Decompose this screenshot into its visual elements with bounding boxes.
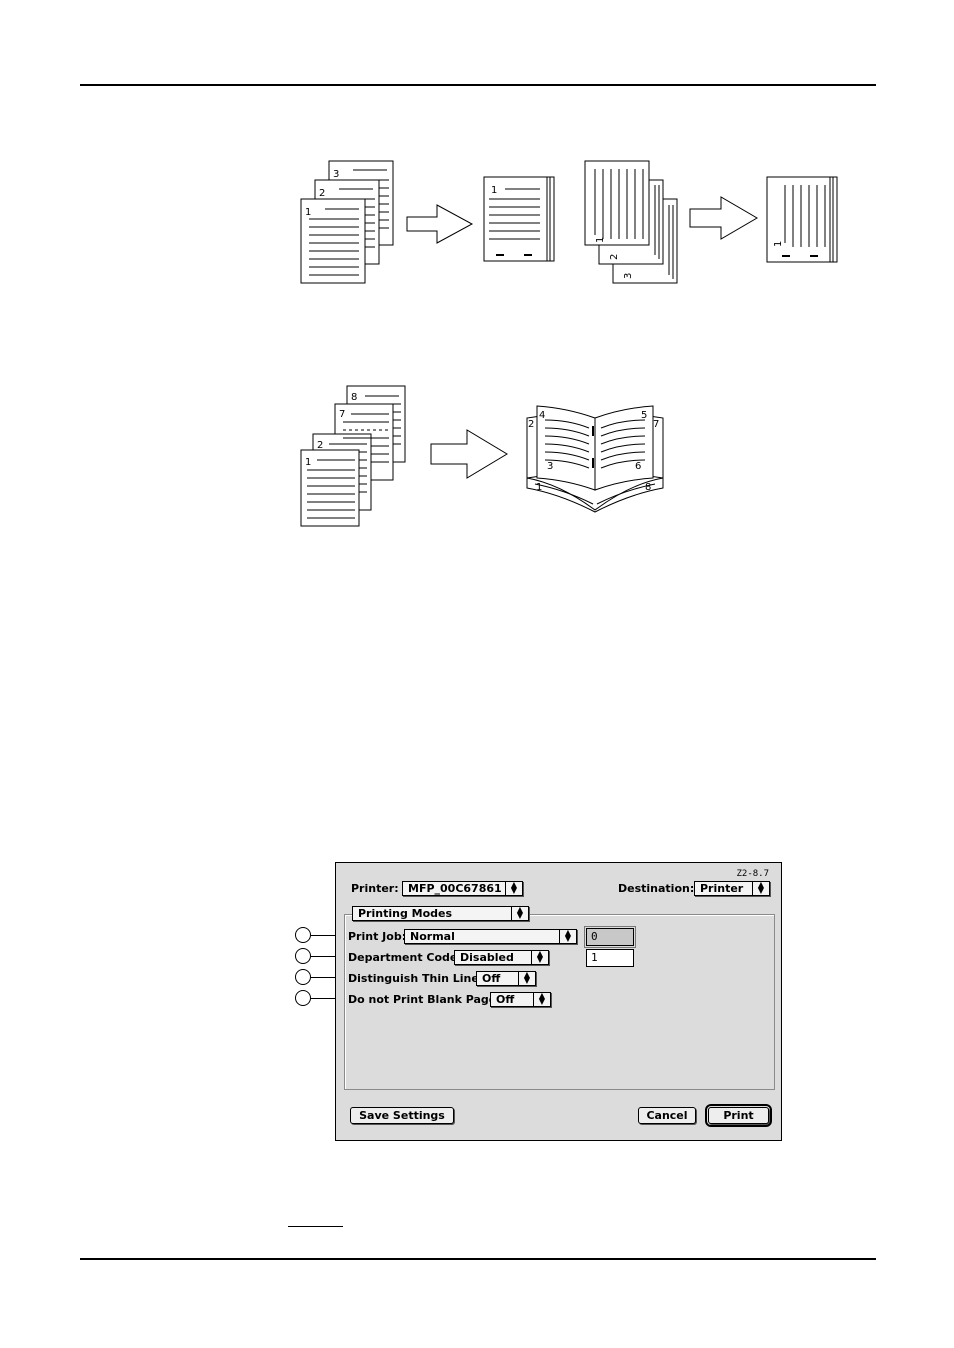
callout-3 — [295, 969, 311, 985]
callout-2 — [295, 948, 311, 964]
popup-arrows-icon: ▲▼ — [531, 951, 548, 964]
panel-popup[interactable]: Printing Modes ▲▼ — [352, 906, 529, 921]
arrow-icon — [431, 430, 507, 478]
cancel-button[interactable]: Cancel — [638, 1107, 696, 1124]
note-underline — [288, 1226, 343, 1227]
save-settings-button[interactable]: Save Settings — [350, 1107, 454, 1124]
stack-page-2: 2 — [317, 440, 323, 451]
stack-b-page-3: 3 — [623, 273, 634, 279]
stack-b-page-1: 1 — [595, 237, 606, 243]
distinguish-thin-lines-value: Off — [482, 972, 500, 985]
arrow-icon — [690, 197, 757, 239]
result-a-page-1: 1 — [491, 185, 497, 196]
booklet-page-2: 2 — [528, 419, 534, 430]
footer-rule — [80, 1258, 876, 1260]
printer-label: Printer: — [351, 882, 399, 895]
booklet-page-3: 3 — [547, 461, 553, 472]
print-button[interactable]: Print — [708, 1107, 769, 1124]
arrow-icon — [407, 205, 472, 243]
booklet-illustration: 8 7 2 1 1 2 3 4 5 6 7 8 — [295, 380, 675, 530]
header-rule — [80, 84, 876, 86]
popup-arrows-icon: ▲▼ — [511, 907, 528, 920]
stack-a-page-1: 1 — [305, 207, 311, 218]
popup-arrows-icon: ▲▼ — [559, 930, 576, 943]
stack-page-7: 7 — [339, 409, 345, 420]
department-code-value: Disabled — [460, 951, 514, 964]
blank-pages-popup[interactable]: Off ▲▼ — [490, 992, 551, 1007]
destination-label: Destination: — [618, 882, 694, 895]
print-job-popup[interactable]: Normal ▲▼ — [404, 929, 577, 944]
popup-arrows-icon: ▲▼ — [518, 972, 535, 985]
booklet-page-4: 4 — [539, 410, 545, 421]
driver-version: Z2-8.7 — [736, 869, 769, 879]
stack-b-page-2: 2 — [609, 254, 620, 260]
print-job-label: Print Job: — [348, 930, 406, 943]
popup-arrows-icon: ▲▼ — [752, 882, 769, 895]
destination-value: Printer — [700, 882, 743, 895]
print-job-field[interactable]: 0 — [586, 928, 634, 946]
department-code-label: Department Code: — [348, 951, 462, 964]
callout-4 — [295, 990, 311, 1006]
stack-page-1: 1 — [305, 457, 311, 468]
print-dialog: Z2-8.7 Printer: MFP_00C67861 ▲▼ Destinat… — [335, 862, 782, 1141]
distinguish-thin-lines-label: Distinguish Thin Lines: — [348, 972, 490, 985]
callout-1 — [295, 927, 311, 943]
blank-pages-value: Off — [496, 993, 514, 1006]
booklet-page-5: 5 — [641, 410, 647, 421]
panel-value: Printing Modes — [358, 907, 452, 920]
booklet-page-8: 8 — [645, 482, 651, 493]
result-b-page-1: 1 — [773, 241, 784, 247]
popup-arrows-icon: ▲▼ — [533, 993, 550, 1006]
printer-value: MFP_00C67861 — [408, 882, 502, 895]
stack-a-page-2: 2 — [319, 188, 325, 199]
stack-a-page-3: 3 — [333, 169, 339, 180]
print-job-value: Normal — [410, 930, 455, 943]
stack-page-8: 8 — [351, 392, 357, 403]
stapling-illustration: 3 2 1 1 1 2 3 1 — [295, 155, 845, 290]
printer-popup[interactable]: MFP_00C67861 ▲▼ — [402, 881, 523, 896]
popup-arrows-icon: ▲▼ — [505, 882, 522, 895]
distinguish-thin-lines-popup[interactable]: Off ▲▼ — [476, 971, 536, 986]
blank-pages-label: Do not Print Blank Pages: — [348, 993, 507, 1006]
booklet-page-1: 1 — [536, 482, 542, 493]
department-code-popup[interactable]: Disabled ▲▼ — [454, 950, 549, 965]
booklet-page-6: 6 — [635, 461, 641, 472]
destination-popup[interactable]: Printer ▲▼ — [694, 881, 770, 896]
department-code-field[interactable]: 1 — [586, 949, 634, 967]
booklet-page-7: 7 — [653, 419, 659, 430]
